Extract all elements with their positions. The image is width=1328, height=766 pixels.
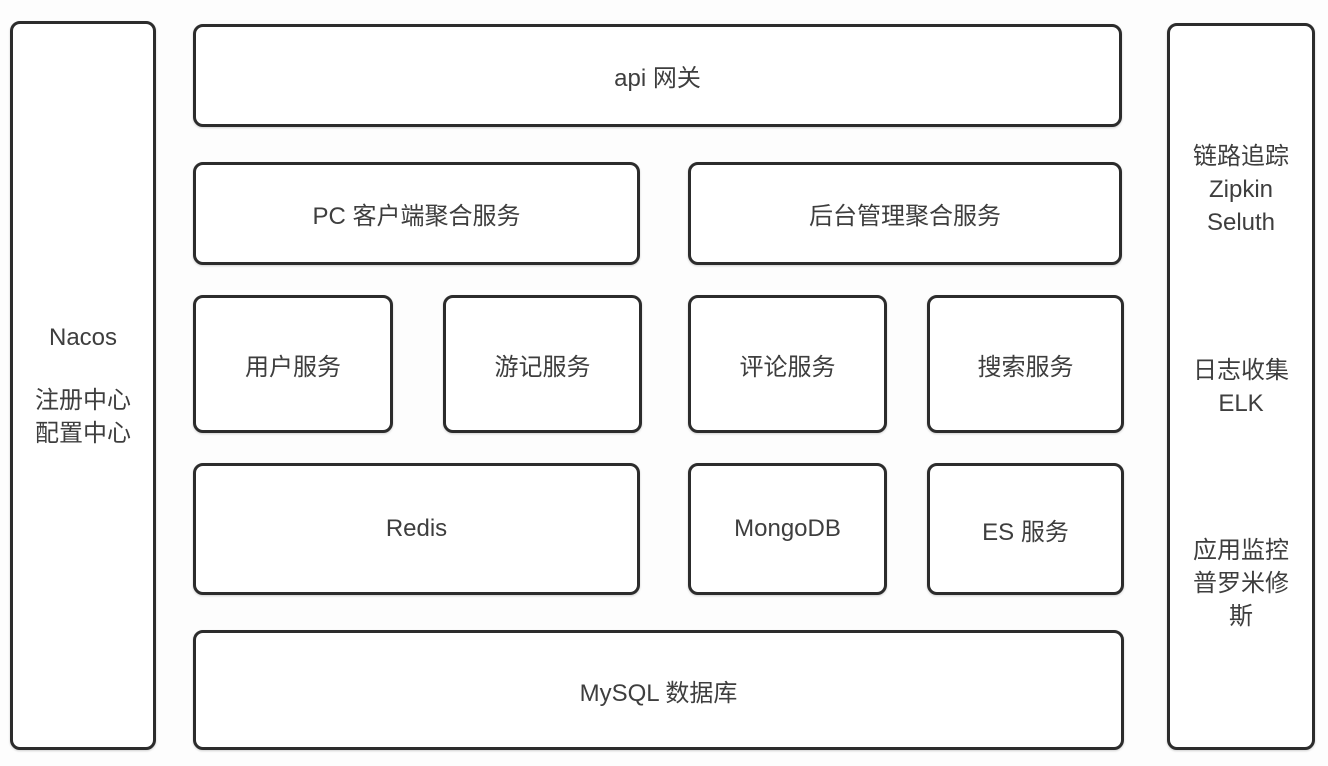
travel-notes-service-label: 游记服务 (494, 353, 591, 381)
pc-aggregation-service-box: PC 客户端聚合服务 (193, 162, 640, 265)
es-service-label: ES 服务 (982, 518, 1069, 546)
seluth-label: Seluth (1206, 209, 1276, 237)
logging-block: 日志收集 ELK (1193, 354, 1289, 420)
user-service-box: 用户服务 (193, 295, 393, 433)
nacos-config-label: 配置中心 (35, 419, 131, 447)
mysql-database-label: MySQL 数据库 (579, 679, 738, 707)
log-collection-label: 日志收集 (1193, 356, 1289, 384)
es-service-box: ES 服务 (927, 463, 1124, 595)
app-monitoring-label: 应用监控 (1193, 536, 1289, 564)
user-service-label: 用户服务 (245, 353, 341, 381)
zipkin-label: Zipkin (1208, 176, 1274, 204)
nacos-panel: Nacos 注册中心 配置中心 (10, 21, 156, 750)
nacos-registry-label: 注册中心 (35, 386, 131, 414)
api-gateway-label: api 网关 (614, 65, 701, 92)
search-service-label: 搜索服务 (977, 353, 1074, 381)
api-gateway-box: api 网关 (193, 24, 1122, 127)
mongodb-box: MongoDB (688, 463, 887, 595)
tracing-block: 链路追踪 Zipkin Seluth (1193, 140, 1289, 239)
ops-panel: 链路追踪 Zipkin Seluth 日志收集 ELK 应用监控 普罗米修斯 (1167, 23, 1315, 750)
elk-label: ELK (1218, 389, 1264, 417)
redis-label: Redis (385, 515, 448, 542)
mysql-database-box: MySQL 数据库 (193, 630, 1124, 750)
monitoring-block: 应用监控 普罗米修斯 (1185, 534, 1297, 633)
mongodb-label: MongoDB (734, 515, 841, 542)
comment-service-box: 评论服务 (688, 295, 887, 433)
redis-box: Redis (193, 463, 640, 595)
nacos-title: Nacos (48, 323, 118, 351)
prometheus-label: 普罗米修斯 (1193, 569, 1289, 630)
travel-notes-service-box: 游记服务 (443, 295, 642, 433)
admin-aggregation-service-label: 后台管理聚合服务 (809, 203, 1001, 230)
admin-aggregation-service-box: 后台管理聚合服务 (688, 162, 1122, 265)
comment-service-label: 评论服务 (739, 353, 836, 381)
pc-aggregation-service-label: PC 客户端聚合服务 (312, 203, 521, 230)
search-service-box: 搜索服务 (927, 295, 1124, 433)
tracing-label: 链路追踪 (1193, 143, 1289, 171)
